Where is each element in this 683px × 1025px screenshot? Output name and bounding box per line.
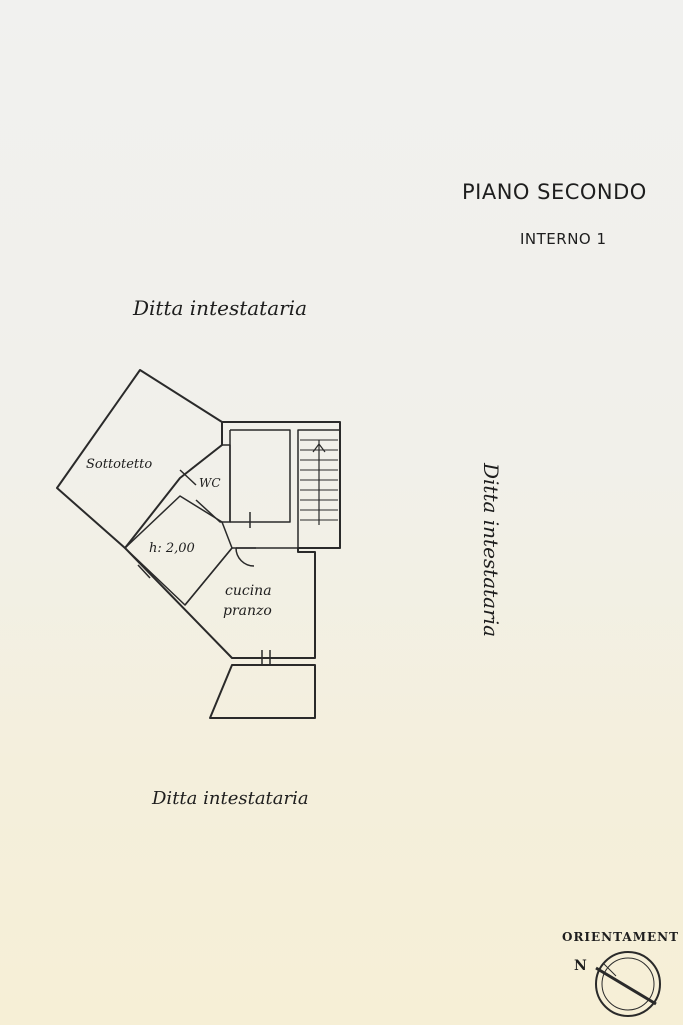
orientation-label: ORIENTAMENT [562, 930, 680, 944]
room-label-wc: WC [199, 476, 221, 490]
room-h200-walls [124, 495, 233, 606]
balcony [209, 664, 316, 719]
boundary-label-bottom: Ditta intestataria [152, 788, 309, 809]
room-label-kitchen-2: pranzo [223, 603, 272, 619]
room-label-attic: Sottotetto [86, 457, 153, 472]
north-label: N [574, 958, 587, 974]
unit-subtitle: INTERNO 1 [520, 230, 607, 248]
staircase [297, 429, 341, 549]
floor-title: PIANO SECONDO [462, 180, 647, 204]
door-arc [235, 547, 255, 567]
room-label-height: h: 2,00 [149, 541, 195, 556]
apartment-outline [124, 421, 341, 659]
room-label-kitchen-1: cucina [225, 583, 272, 599]
boundary-label-top: Ditta intestataria [133, 296, 308, 320]
